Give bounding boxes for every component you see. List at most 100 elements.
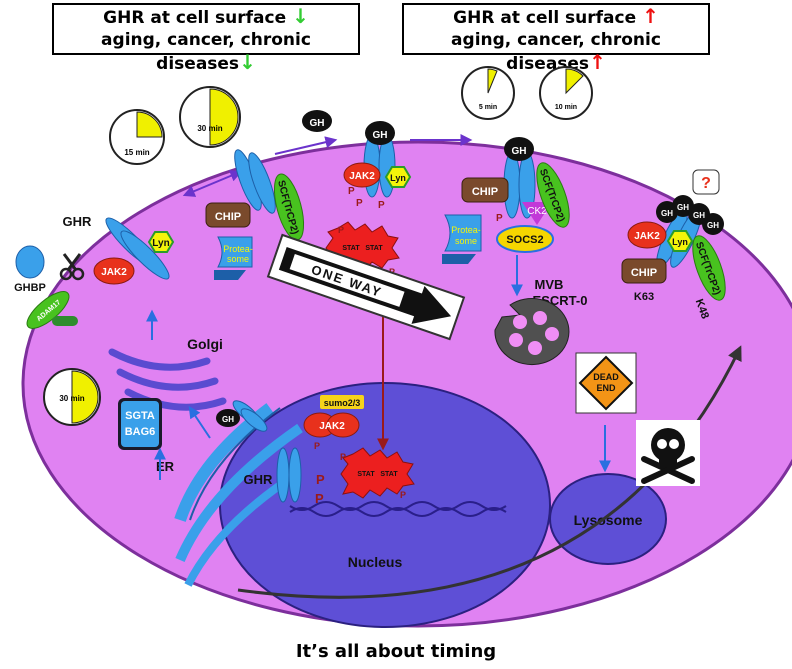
proteasome: Protea- some — [442, 214, 482, 264]
stat-label: STAT — [380, 471, 398, 478]
gh-label: GH — [693, 211, 705, 220]
adam17-anchor — [52, 316, 78, 326]
title-line1: GHR at cell surface — [103, 8, 287, 28]
gh-ligand — [702, 213, 724, 235]
ghr-receptor — [105, 217, 170, 280]
gh-label: GH — [512, 146, 527, 157]
lyn-label: Lyn — [390, 173, 406, 183]
question-label: ? — [701, 175, 711, 192]
mvb — [494, 298, 570, 366]
gh-ligand — [302, 110, 332, 132]
golgi — [108, 348, 227, 411]
time-arrow-1 — [182, 170, 243, 197]
ghr-receptor — [503, 151, 536, 219]
lyn-kinase — [384, 166, 412, 188]
phospho-label: P — [400, 490, 406, 500]
chip-ligase — [621, 258, 667, 284]
proteasome-label: some — [455, 236, 477, 246]
clock-label: 10 min — [555, 104, 577, 111]
dna-strand — [289, 507, 507, 517]
stat-dimer — [340, 447, 415, 499]
scissors-icon — [59, 253, 85, 281]
clock-icon: 30 min — [179, 86, 241, 148]
time-arrow-2 — [274, 136, 338, 155]
jak2-label: JAK2 — [319, 421, 345, 432]
title-box-increase: GHR at cell surface ↑ aging, cancer, chr… — [402, 3, 710, 74]
chip-label: CHIP — [215, 211, 241, 223]
mvb-label: MVB — [535, 277, 564, 292]
dead-end-label: DEAD — [593, 372, 619, 382]
jak2-label: JAK2 — [101, 267, 127, 278]
er-label: ER — [156, 459, 175, 474]
clock-icon: 5 min — [461, 66, 515, 120]
ck2-label: CK2 — [527, 206, 547, 217]
down-arrow-icon: ↓ — [239, 50, 256, 74]
phospho-label: P — [348, 186, 355, 197]
title-line1: GHR at cell surface — [453, 8, 637, 28]
sumo-label: sumo2/3 — [324, 398, 361, 408]
stat-label: STAT — [365, 245, 383, 252]
clock-icon: 30 min — [43, 368, 101, 426]
proteasome-label: Protea- — [451, 225, 481, 235]
title-line2: aging, cancer, chronic diseases — [101, 30, 311, 74]
phospho-label: P — [314, 441, 320, 451]
jak2-kinase — [627, 221, 667, 249]
gh-label: GH — [677, 203, 689, 212]
dead-end-sign: DEAD END — [575, 352, 637, 414]
clock-label: 30 min — [59, 394, 84, 403]
proteasome-label: Protea- — [223, 244, 253, 254]
socs2 — [496, 225, 554, 253]
socs2-label: SOCS2 — [506, 234, 543, 246]
clock-label: 30 min — [197, 124, 222, 133]
clock-icon: 15 min — [109, 109, 165, 165]
k63-label: K63 — [634, 291, 654, 303]
chip-ligase — [205, 202, 251, 228]
lyn-label: Lyn — [152, 238, 169, 249]
golgi-label: Golgi — [187, 336, 223, 352]
up-arrow-icon: ↑ — [642, 4, 659, 28]
one-way-sign: ONE WAY — [266, 233, 466, 341]
ghr-label: GHR — [63, 214, 93, 229]
sgta-label: SGTA — [125, 410, 155, 422]
phospho-label: P — [315, 491, 324, 506]
ghr-label: GHR — [244, 472, 274, 487]
gh-label: GH — [222, 415, 234, 424]
jak2-label: JAK2 — [349, 171, 375, 182]
gh-ligand — [216, 409, 240, 427]
phospho-label: P — [496, 213, 503, 224]
lyn-kinase — [666, 230, 694, 252]
gh-label: GH — [707, 221, 719, 230]
ck2-kinase — [522, 202, 552, 225]
lyn-label: Lyn — [672, 237, 688, 247]
jak2-kinase — [343, 162, 381, 188]
gh-ligand — [504, 137, 534, 161]
sumo-tag — [320, 395, 364, 409]
figure-caption: It’s all about timing — [295, 641, 497, 662]
skull-crossbones-icon — [636, 420, 700, 486]
nucleus-label: Nucleus — [348, 554, 403, 570]
clock-label: 15 min — [124, 148, 149, 157]
title-box-decrease: GHR at cell surface ↓ aging, cancer, chr… — [52, 3, 360, 74]
phospho-label: P — [316, 472, 325, 487]
down-arrow-icon: ↓ — [292, 4, 309, 28]
gh-label: GH — [661, 209, 673, 218]
lysosome-label: Lysosome — [574, 512, 643, 528]
up-arrow-icon: ↑ — [589, 50, 606, 74]
proteasome-label: some — [227, 254, 249, 264]
phospho-label: P — [356, 198, 363, 209]
phospho-label: P — [338, 225, 344, 235]
ghr-receptor — [232, 400, 268, 432]
chip-ligase — [461, 177, 509, 203]
lysosome — [549, 473, 667, 565]
clock-icon: 10 min — [539, 66, 593, 120]
ghr-receptor — [234, 149, 276, 214]
question-badge: ? — [692, 169, 720, 195]
gh-label: GH — [310, 118, 325, 129]
proteasome: Protea- some — [214, 236, 253, 280]
phospho-label: P — [340, 452, 346, 462]
jak2-kinase — [93, 257, 135, 285]
gh-ligand — [365, 121, 395, 145]
clock-label: 5 min — [479, 104, 497, 111]
dna-strand — [289, 501, 507, 511]
